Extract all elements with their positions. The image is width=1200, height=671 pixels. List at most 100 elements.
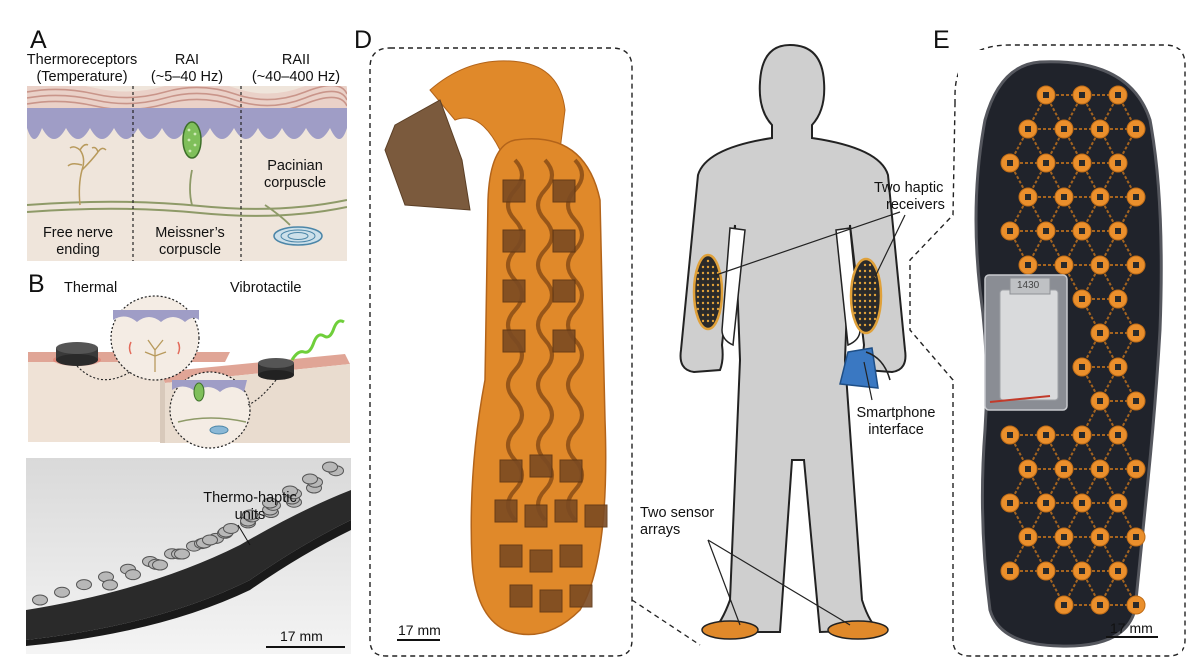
receiver-dot (868, 317, 872, 321)
receiver-dot (716, 277, 720, 281)
sensor-arrays-label-line2: arrays (640, 522, 681, 538)
receiver-dot (853, 293, 857, 297)
sensor-pad (559, 459, 583, 483)
sensor-pad (494, 499, 518, 523)
flex-cable (429, 60, 566, 151)
insole-node-chip (1025, 534, 1031, 540)
insole-node-chip (1079, 296, 1085, 302)
insole-node-chip (1061, 602, 1067, 608)
receiver-dot (711, 319, 715, 323)
insole-node-chip (1025, 194, 1031, 200)
insole-sensor-nodes (1000, 85, 1146, 615)
receiver-dot (873, 293, 877, 297)
insole-node-chip (1133, 398, 1139, 404)
meissner-label-line1: Meissner’s (155, 225, 225, 241)
receiver-dot (858, 299, 862, 303)
sensor-pad (584, 504, 608, 528)
receiver-dot (706, 289, 710, 293)
insole-node-chip (1061, 534, 1067, 540)
insole-node-chip (1061, 126, 1067, 132)
sensor-pad (502, 279, 526, 303)
receiver-dot (716, 295, 720, 299)
connector-board (384, 99, 471, 211)
receiver-dot (863, 263, 867, 267)
insole-node-chip (1043, 500, 1049, 506)
sensor-pad (554, 499, 578, 523)
left-foot-sensor-array (701, 620, 759, 640)
smartphone-label-line2: interface (868, 422, 924, 438)
insole-node-chip (1133, 194, 1139, 200)
receiver-dot (868, 275, 872, 279)
receiver-dot (858, 323, 862, 327)
receiver-dot (706, 265, 710, 269)
panel-b-letter: B (28, 270, 45, 298)
insole-node-chip (1097, 330, 1103, 336)
human-silhouette (679, 43, 907, 634)
insole-node-chip (1133, 534, 1139, 540)
smartphone-label-line1: Smartphone (856, 405, 936, 421)
receiver-dot (858, 317, 862, 321)
receiver-dot (853, 281, 857, 285)
insole-node-chip (1133, 466, 1139, 472)
thermo-haptic-disc (152, 559, 168, 571)
nerve-bundle (27, 199, 347, 210)
insole-node-chip (1043, 228, 1049, 234)
receiver-dot (696, 307, 700, 311)
receiver-dot (711, 283, 715, 287)
sensor-pad (499, 459, 523, 483)
thermo-haptic-disc (32, 594, 48, 606)
receiver-dot (706, 319, 710, 323)
raii-title: RAII (281, 52, 311, 68)
meissner-label-line2: corpuscle (158, 242, 222, 258)
receiver-dot (873, 299, 877, 303)
receiver-dot (873, 305, 877, 309)
raii-subtitle: (~40–400 Hz) (251, 69, 341, 85)
panel-e-letter: E (933, 26, 950, 54)
receiver-dot (711, 277, 715, 281)
insole-node-chip (1133, 602, 1139, 608)
thermo-haptic-label: Thermo-haptic units (190, 490, 310, 524)
insole-node-chip (1007, 160, 1013, 166)
insole-node-chip (1097, 602, 1103, 608)
thermo-haptic-disc (322, 461, 338, 473)
receiver-dot (706, 283, 710, 287)
receiver-dot (868, 281, 872, 285)
receiver-dot (701, 307, 705, 311)
insole-node-chip (1097, 466, 1103, 472)
receiver-dot (873, 317, 877, 321)
receiver-dot (701, 289, 705, 293)
receiver-dot (853, 311, 857, 315)
receiver-dot (716, 301, 720, 305)
receiver-dot (868, 323, 872, 327)
insole-node-chip (1115, 500, 1121, 506)
thermo-haptic-disc (223, 522, 239, 534)
receiver-dot (858, 287, 862, 291)
thermo-haptic-disc (76, 579, 92, 591)
thermo-haptic-disc (242, 509, 258, 521)
sensor-pad (524, 504, 548, 528)
receiver-dot (873, 287, 877, 291)
dermis-layer (27, 108, 347, 139)
sensor-pad (539, 589, 563, 613)
sensor-pad (552, 279, 576, 303)
sensor-pad (502, 229, 526, 253)
panel-c-scale-label: 17 mm (280, 628, 323, 644)
sensor-pad (552, 179, 576, 203)
insole-node-chip (1115, 296, 1121, 302)
thermo-haptic-disc (202, 534, 218, 546)
receiver-dot (696, 295, 700, 299)
battery-label: 1430 (1017, 280, 1040, 291)
vibrotactile-label: Vibrotactile (230, 280, 302, 296)
right-haptic-receiver (849, 257, 883, 335)
smartphone-icon (839, 347, 879, 389)
receiver-dot (868, 263, 872, 267)
receiver-dot (863, 305, 867, 309)
sensor-pad (509, 584, 533, 608)
insole-node-chip (1097, 126, 1103, 132)
insole-node-chip (1115, 228, 1121, 234)
receiver-dot (711, 295, 715, 299)
pacinian-label: Pacinian corpuscle (245, 158, 345, 192)
panel-e-scale-label: 17 mm (1110, 620, 1153, 636)
insole-node-chip (1025, 262, 1031, 268)
